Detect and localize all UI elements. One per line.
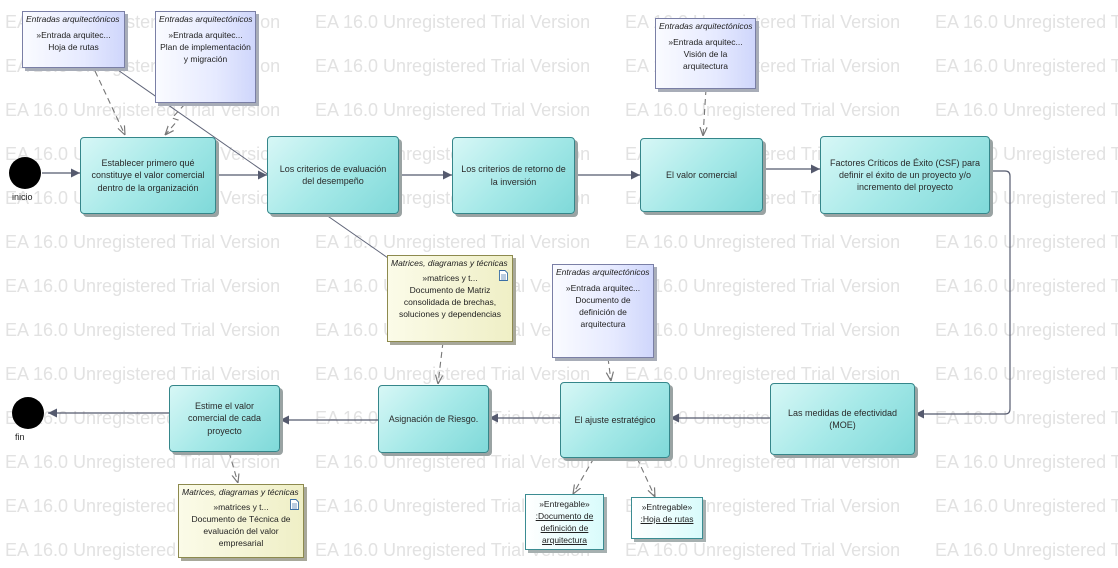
activity-label: Estime el valor comercial de cada proyec… (187, 401, 262, 436)
deliverable-stereotype: »Entregable» (539, 499, 590, 509)
artifact-name: Documento de Técnica de evaluación del v… (191, 513, 291, 548)
input-hoja-de-rutas[interactable]: Entradas arquitectónicos »Entrada arquit… (22, 11, 125, 68)
watermark-text: EA 16.0 Unregistered Trial Version (5, 100, 280, 120)
watermark-text: EA 16.0 Unregistered Trial Version (315, 496, 590, 516)
watermark-text: EA 16.0 Unregistered Trial Version (5, 364, 280, 384)
input-stereotype: »Entrada arquitec... (168, 29, 243, 40)
watermark-text: EA 16.0 Unregistered Trial Version (5, 232, 280, 252)
activity-label: Los criterios de evaluación del desempeñ… (279, 163, 387, 186)
activity-label: Establecer primero qué constituye el val… (91, 158, 205, 193)
watermark-text: EA 16.0 Unregistered Trial Version (935, 12, 1118, 32)
activity-label: Los criterios de retorno de la inversión (461, 164, 566, 187)
deliverable-stereotype: »Entregable» (641, 502, 693, 512)
objflow-in1-to-a1 (94, 70, 125, 135)
input-stereotype: »Entrada arquitec... (668, 36, 743, 47)
activity-label: El valor comercial (665, 169, 738, 180)
document-icon (290, 499, 299, 510)
input-stereotype: »Entrada arquitec... (36, 29, 111, 40)
watermark-text: EA 16.0 Unregistered Trial Version (935, 408, 1118, 428)
watermark-text: EA 16.0 Unregistered Trial Version (935, 100, 1118, 120)
watermark-text: EA 16.0 Unregistered Trial Version (315, 540, 590, 560)
watermark-text: EA 16.0 Unregistered Trial Version (625, 100, 900, 120)
activity-medidas-efectividad[interactable]: Las medidas de efectividad (MOE) (770, 383, 915, 455)
watermark-text: EA 16.0 Unregistered Trial Version (5, 276, 280, 296)
activity-ajuste-estrategico[interactable]: El ajuste estratégico (560, 382, 670, 458)
watermark-text: EA 16.0 Unregistered Trial Version (315, 364, 590, 384)
deliverable-documento-definicion-arquitectura[interactable]: »Entregable» :Documento de definición de… (525, 494, 604, 550)
objflow-a7-to-d1 (573, 457, 595, 494)
watermark-text: EA 16.0 Unregistered Trial Version (935, 56, 1118, 76)
flow-a5-to-a6 (915, 170, 1011, 419)
activity-asignacion-riesgo[interactable]: Asignación de Riesgo. (378, 385, 489, 453)
input-vision-arquitectura[interactable]: Entradas arquitectónicos »Entrada arquit… (655, 18, 756, 89)
deliverable-name: :Documento de definición de arquitectura (535, 510, 594, 545)
watermark-text: EA 16.0 Unregistered Trial Version (315, 232, 590, 252)
input-plan-implementacion-migracion[interactable]: Entradas arquitectónicos »Entrada arquit… (155, 11, 256, 103)
activity-valor-comercial[interactable]: El valor comercial (640, 138, 763, 212)
objflow-in4-to-a7 (608, 357, 611, 381)
activity-establecer-valor-comercial[interactable]: Establecer primero qué constituye el val… (80, 137, 216, 214)
watermark-text: EA 16.0 Unregistered Trial Version (625, 232, 900, 252)
watermark-text: EA 16.0 Unregistered Trial Version (315, 452, 590, 472)
initial-node-label: inicio (12, 192, 33, 202)
final-node[interactable] (12, 397, 44, 429)
artifact-stereotype: »matrices y t... (422, 272, 478, 283)
input-stereotype: »Entrada arquitec... (565, 282, 641, 293)
watermark-text: EA 16.0 Unregistered Trial Version (5, 320, 280, 340)
input-header: Entradas arquitectónicos (659, 21, 753, 31)
input-name: Documento de definición de arquitectura (575, 294, 631, 329)
artifact-header: Matrices, diagramas y técnicas (182, 487, 299, 497)
watermark-text: EA 16.0 Unregistered Trial Version (935, 496, 1118, 516)
objflow-a9-to-ar2 (228, 451, 238, 483)
input-documento-definicion-arquitectura[interactable]: Entradas arquitectónicos »Entrada arquit… (552, 264, 654, 358)
deliverable-hoja-de-rutas[interactable]: »Entregable» :Hoja de rutas (631, 497, 703, 539)
watermark-text: EA 16.0 Unregistered Trial Version (315, 56, 590, 76)
objflow-in2-to-a1 (165, 103, 186, 135)
watermark-text: EA 16.0 Unregistered Trial Version (935, 276, 1118, 296)
activity-label: Factores Críticos de Éxito (CSF) para de… (829, 157, 981, 193)
watermark-text: EA 16.0 Unregistered Trial Version (935, 320, 1118, 340)
objflow-ar1-to-a8 (438, 341, 444, 384)
watermark-text: EA 16.0 Unregistered Trial Version (315, 100, 590, 120)
watermark-text: EA 16.0 Unregistered Trial Version (625, 276, 900, 296)
watermark-text: EA 16.0 Unregistered Trial Version (5, 452, 280, 472)
input-name: Visión de la arquitectura (683, 48, 728, 71)
watermark-text: EA 16.0 Unregistered Trial Version (625, 540, 900, 560)
watermark-text: EA 16.0 Unregistered Trial Version (625, 320, 900, 340)
watermark-text: EA 16.0 Unregistered Trial Version (935, 364, 1118, 384)
watermark-text: EA 16.0 Unregistered Trial Version (935, 452, 1118, 472)
watermark-text: EA 16.0 Unregistered Trial Version (935, 232, 1118, 252)
document-icon (499, 270, 508, 281)
input-header: Entradas arquitectónicos (159, 14, 253, 24)
final-node-label: fin (15, 432, 25, 442)
activity-criterios-evaluacion-desempeno[interactable]: Los criterios de evaluación del desempeñ… (267, 136, 399, 214)
activity-factores-criticos-exito[interactable]: Factores Críticos de Éxito (CSF) para de… (820, 136, 990, 214)
input-header: Entradas arquitectónicos (26, 14, 120, 24)
input-name: Plan de implementación y migración (160, 41, 251, 64)
watermark-text: EA 16.0 Unregistered Trial Version (935, 540, 1118, 560)
input-header: Entradas arquitectónicos (556, 267, 650, 277)
activity-label: Asignación de Riesgo. (388, 413, 479, 424)
artifact-header: Matrices, diagramas y técnicas (391, 258, 508, 268)
initial-node[interactable] (9, 157, 41, 189)
activity-label: El ajuste estratégico (574, 414, 656, 425)
deliverable-name: :Hoja de rutas (640, 513, 694, 524)
activity-criterios-retorno-inversion[interactable]: Los criterios de retorno de la inversión (452, 137, 575, 214)
objflow-in3-to-a4 (703, 88, 706, 136)
objflow-a7-to-d2 (636, 457, 655, 497)
input-name: Hoja de rutas (48, 41, 99, 52)
artifact-name: Documento de Matriz consolidada de brech… (398, 284, 502, 319)
activity-label: Las medidas de efectividad (MOE) (787, 407, 898, 430)
artifact-tecnica-evaluacion-valor[interactable]: Matrices, diagramas y técnicas »matrices… (178, 484, 304, 558)
artifact-stereotype: »matrices y t... (213, 501, 269, 512)
watermark-text: EA 16.0 Unregistered Trial Version (315, 12, 590, 32)
watermark-text: EA 16.0 Unregistered Trial Version (625, 364, 900, 384)
activity-estime-valor-comercial[interactable]: Estime el valor comercial de cada proyec… (169, 385, 280, 452)
watermark-text: EA 16.0 Unregistered Trial Version (625, 452, 900, 472)
artifact-matriz-consolidada-brechas[interactable]: Matrices, diagramas y técnicas »matrices… (387, 255, 513, 342)
